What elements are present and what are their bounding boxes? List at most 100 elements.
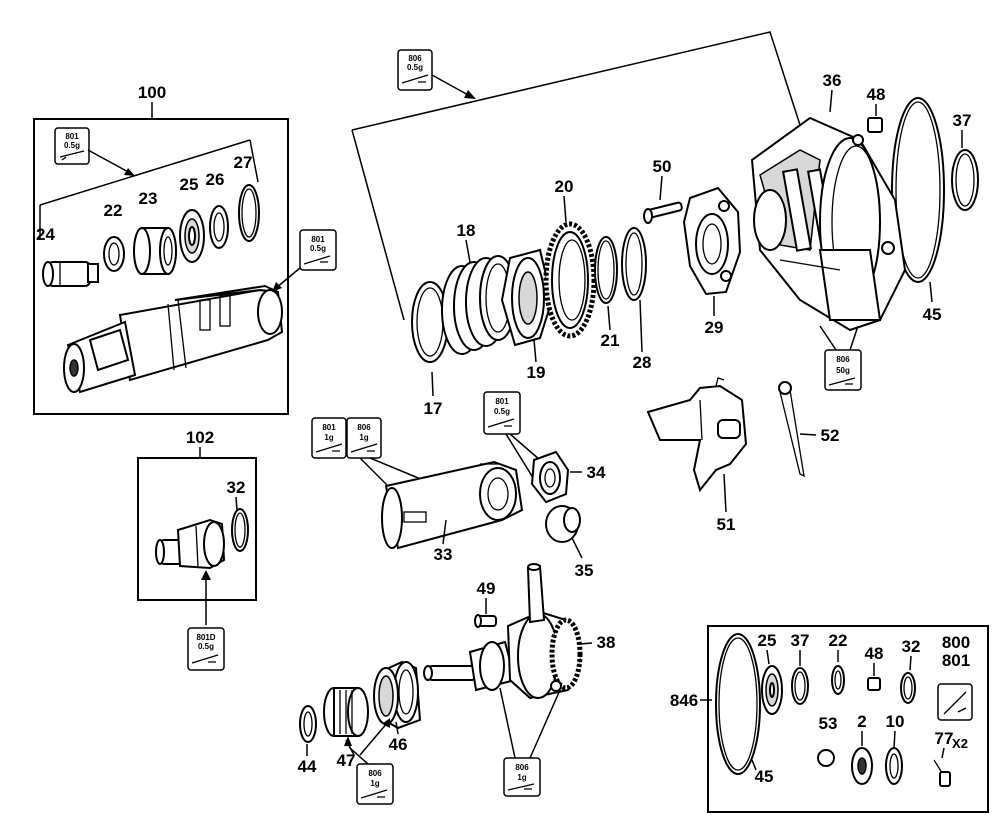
svg-text:0.5g: 0.5g — [64, 141, 80, 150]
assembly-100-group: 100 801 0.5g 24 22 23 25 26 27 — [33, 83, 337, 415]
label-kit-77[interactable]: 77 — [935, 729, 954, 748]
part-102-anvil-assembly — [155, 518, 226, 570]
part-49-pin — [474, 614, 497, 628]
label-kit-2[interactable]: 2 — [857, 712, 866, 731]
label-18[interactable]: 18 — [457, 221, 476, 240]
label-32[interactable]: 32 — [227, 478, 246, 497]
label-51[interactable]: 51 — [717, 515, 736, 534]
grease-tag-47[interactable]: 806 1g — [356, 763, 394, 805]
label-102[interactable]: 102 — [186, 428, 214, 447]
part-20-ring-gear — [543, 221, 597, 339]
kit-part-45-gasket — [715, 633, 761, 775]
label-kit-53[interactable]: 53 — [819, 714, 838, 733]
label-44[interactable]: 44 — [298, 757, 317, 776]
grease-tag-33b[interactable]: 806 1g — [346, 417, 382, 459]
part-26-ring — [209, 205, 229, 249]
svg-text:0.5g: 0.5g — [310, 244, 326, 253]
label-47[interactable]: 47 — [337, 751, 356, 770]
part-22-washer — [103, 236, 125, 272]
svg-text:0.5g: 0.5g — [494, 407, 510, 416]
kit-part-53-ring — [817, 749, 835, 767]
label-22[interactable]: 22 — [104, 201, 123, 220]
label-52[interactable]: 52 — [821, 426, 840, 445]
svg-text:806: 806 — [836, 355, 850, 364]
kit-part-22-washer — [831, 665, 845, 695]
label-38[interactable]: 38 — [597, 633, 616, 652]
part-34-cam-block — [530, 450, 570, 504]
svg-text:801: 801 — [311, 235, 325, 244]
svg-text:0.5g: 0.5g — [407, 63, 423, 72]
grease-tag-top[interactable]: 806 0.5g — [397, 49, 433, 91]
svg-text:806: 806 — [368, 769, 382, 778]
label-37[interactable]: 37 — [953, 111, 972, 130]
label-34[interactable]: 34 — [587, 463, 606, 482]
label-35[interactable]: 35 — [575, 561, 594, 580]
label-45[interactable]: 45 — [923, 305, 942, 324]
svg-text:806: 806 — [357, 423, 371, 432]
label-27[interactable]: 27 — [234, 153, 253, 172]
assembly-102-group: 102 32 801D 0.5g — [137, 428, 257, 671]
label-25[interactable]: 25 — [180, 175, 199, 194]
label-846[interactable]: 846 — [670, 691, 698, 710]
label-21[interactable]: 21 — [601, 331, 620, 350]
part-19-hammer — [500, 248, 554, 347]
part-24-anvil-pin — [42, 261, 99, 287]
bracket-group: 51 52 — [646, 377, 840, 534]
label-48[interactable]: 48 — [867, 85, 886, 104]
part-35-roller — [545, 505, 581, 543]
label-49[interactable]: 49 — [477, 579, 496, 598]
grease-tag-100[interactable]: 801 0.5g — [54, 127, 90, 165]
part-36-gear-housing — [750, 116, 907, 332]
housing-group: 36 48 37 45 806 50g — [750, 71, 979, 391]
label-kit-77-qty[interactable]: X2 — [952, 736, 968, 751]
grease-tag-38[interactable]: 806 1g — [503, 757, 541, 797]
part-44-washer — [299, 705, 317, 743]
label-26[interactable]: 26 — [206, 170, 225, 189]
grease-tag-shaft[interactable]: 801 0.5g — [299, 229, 337, 271]
label-kit-48[interactable]: 48 — [865, 644, 884, 663]
label-kit-25[interactable]: 25 — [758, 631, 777, 650]
grease-tag-34[interactable]: 801 0.5g — [483, 391, 521, 435]
label-100[interactable]: 100 — [138, 83, 166, 102]
svg-text:1g: 1g — [517, 773, 526, 782]
grease-tag-102[interactable]: 801D 0.5g — [187, 627, 225, 671]
grease-tag-36[interactable]: 806 50g — [824, 349, 862, 391]
label-kit-22[interactable]: 22 — [829, 631, 848, 650]
label-kit-45[interactable]: 45 — [755, 767, 774, 786]
assembly-102-box — [137, 457, 257, 601]
kit-part-48-block — [867, 677, 881, 691]
label-36[interactable]: 36 — [823, 71, 842, 90]
svg-text:806: 806 — [408, 54, 422, 63]
label-28[interactable]: 28 — [633, 353, 652, 372]
label-23[interactable]: 23 — [139, 189, 158, 208]
service-kit-group: 846 45 25 37 22 48 32 800 801 53 — [670, 625, 989, 813]
label-kit-32[interactable]: 32 — [902, 637, 921, 656]
label-kit-10[interactable]: 10 — [886, 712, 905, 731]
label-29[interactable]: 29 — [705, 318, 724, 337]
svg-text:806: 806 — [515, 763, 529, 772]
gear-train-group: 806 0.5g 18 20 50 17 19 21 28 29 — [351, 31, 801, 418]
part-23-bushing — [133, 227, 177, 275]
part-48-block — [867, 117, 883, 133]
service-kit-box — [707, 625, 989, 813]
part-47-needle-bearing — [323, 687, 369, 737]
label-kit-37[interactable]: 37 — [791, 631, 810, 650]
part-29-carrier-plate — [682, 186, 742, 296]
label-46[interactable]: 46 — [389, 735, 408, 754]
svg-text:1g: 1g — [370, 779, 379, 788]
label-33[interactable]: 33 — [434, 545, 453, 564]
kit-part-10-ring — [885, 747, 903, 785]
label-50[interactable]: 50 — [653, 157, 672, 176]
label-19[interactable]: 19 — [527, 363, 546, 382]
svg-text:0.5g: 0.5g — [198, 642, 214, 651]
label-20[interactable]: 20 — [555, 177, 574, 196]
kit-part-2-bearing — [851, 747, 873, 785]
kit-grease-icon[interactable] — [937, 683, 973, 721]
label-17[interactable]: 17 — [424, 399, 443, 418]
part-51-shift-bracket — [646, 377, 748, 493]
grease-tag-33a[interactable]: 801 1g — [311, 417, 347, 459]
label-kit-801[interactable]: 801 — [942, 651, 970, 670]
label-24[interactable]: 24 — [36, 225, 55, 244]
label-kit-800[interactable]: 800 — [942, 633, 970, 652]
